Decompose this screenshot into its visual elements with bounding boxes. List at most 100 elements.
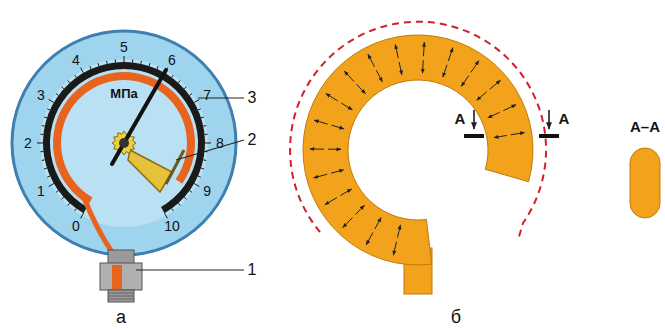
scale-tick [98,63,100,66]
pressure-arrow-pair [325,189,352,205]
scale-tick [205,143,211,144]
pressure-arrow [477,92,487,100]
pressure-arrow-pair [393,225,400,255]
pressure-arrow-pair [422,42,424,73]
scale-tick [194,100,199,103]
scale-tick [68,81,70,83]
pressure-arrow-pair [368,54,382,81]
pressure-arrow [490,80,501,89]
scale-tick [68,203,70,205]
pinion-gear [112,131,136,155]
section-letter: А [559,111,570,126]
leader-line [176,140,244,160]
scale-tick [62,197,64,199]
scale-tick [178,203,180,205]
scale-tick [42,125,45,127]
pointer [112,70,166,164]
scale-tick [124,56,125,62]
pressure-arrow [511,133,525,135]
scale-tick [47,109,50,110]
scale-tick [115,59,116,62]
scale-tick [198,109,201,110]
leader-line [136,269,244,270]
socket-hex [100,263,142,290]
pressure-arrow [503,105,516,111]
pressure-arrow [328,149,341,150]
gauge-body [12,31,236,255]
scale-tick [201,168,204,170]
pressure-arrow [423,42,425,56]
tube-connector [84,198,112,252]
bourdon-tube [303,35,533,265]
scale-tick [62,87,64,89]
pressure-arrow [357,84,366,93]
bourdon-tube [53,72,195,204]
scale-number: 9 [203,184,211,198]
scale-number: 5 [120,40,128,54]
link-rod [166,150,184,184]
pressure-arrow [494,135,507,137]
scale-tick [172,209,174,211]
scale-number: 0 [72,219,80,233]
pressure-arrow [314,120,327,124]
pressure-arrow [397,225,400,238]
scale-tick [172,75,174,77]
pressure-arrows [310,42,525,255]
pressure-arrow-pair [461,61,478,87]
callout-number: 3 [248,90,257,106]
scale-tick [132,59,133,62]
pressure-arrow-pair [326,94,352,110]
scale-tick [194,184,199,187]
scale-arcs [37,56,211,218]
pressure-arrow [325,198,337,205]
section-bar [539,134,559,138]
pressure-arrow [310,149,324,150]
section-title: А–А [630,119,660,134]
callout-number: 2 [248,132,257,148]
pressure-arrow-pair [310,149,341,150]
tube-cross-section [630,148,660,218]
scale-number: 3 [37,88,45,102]
scale-tick [49,100,54,103]
pressure-arrow [344,71,354,81]
scale-tick [56,191,58,193]
scale-band [43,62,205,213]
callout-number: 1 [248,262,257,278]
pressure-arrow-pair [314,170,344,178]
pressure-arrow [395,44,398,58]
scale-tick [203,125,206,127]
scale-tick [44,168,47,170]
socket-neck [108,250,134,264]
scale-tick [140,61,142,64]
scale-tick [40,134,43,135]
scale-number: 1 [37,184,45,198]
scale-tick [40,151,43,152]
pressure-arrow [341,103,352,110]
scale-number: 2 [24,136,32,150]
pressure-arrow-pair [343,205,365,227]
scale-tick [184,87,186,89]
pressure-arrow-pair [395,44,402,74]
scale-number: 6 [168,53,176,67]
scale-tick [81,68,84,73]
pressure-arrow-pair [344,71,365,94]
scale-tick [75,209,77,211]
thread-lines [108,293,134,299]
scale-tick [49,184,54,187]
scale-tick [184,197,186,199]
pressure-arrow [331,125,343,129]
pressure-arrow [340,189,351,196]
scale-number: 4 [72,53,80,67]
pressure-arrow [461,76,468,87]
scale-tick [37,143,43,144]
socket-thread [108,290,134,302]
scale-tick [106,61,108,64]
pressure-arrow [376,70,382,82]
scale-tick [198,176,201,177]
pressure-arrow [422,60,424,73]
scale-number: 8 [216,136,224,150]
section-bar [464,134,484,138]
